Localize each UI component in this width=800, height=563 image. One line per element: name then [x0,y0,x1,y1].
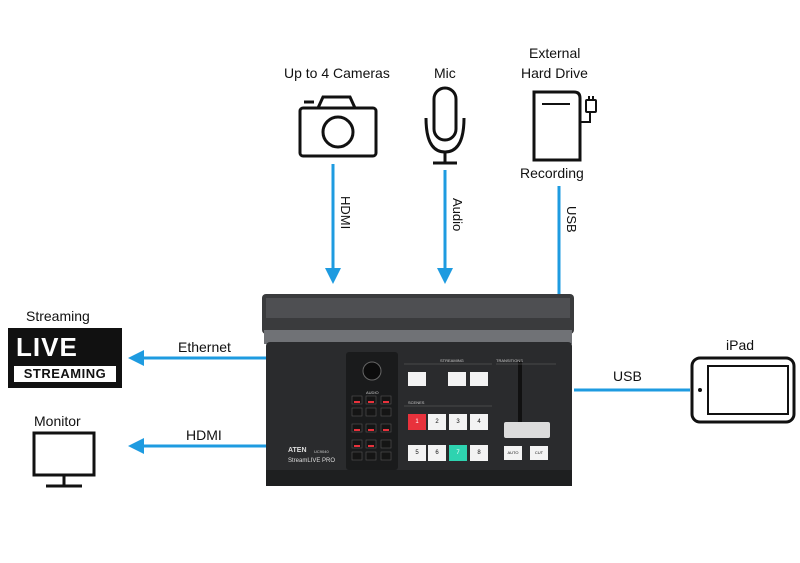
section-scenes: SCENES [408,400,425,405]
hdmi-out-label: HDMI [186,427,222,443]
ipad-label: iPad [726,337,755,353]
audio-in-arrow [437,170,453,284]
monitor-label: Monitor [34,413,81,429]
section-audio: AUDIO [366,390,379,395]
scene-key-4: 4 [477,419,481,425]
auto-key: AUTO [507,450,519,455]
switcher-device [262,294,574,486]
audio-in-label: Audio [450,198,465,232]
scene-key-2: 2 [435,419,439,425]
section-transitions: TRANSITIONS [496,358,523,363]
hdmi-in-arrow [325,164,341,284]
microphone-icon [424,86,466,165]
live-text: LIVE [16,332,78,362]
device-model: UC9040 [314,449,329,454]
scene-key-3: 3 [456,419,460,425]
scene-key-6: 6 [435,450,439,456]
section-streaming: STREAMING [440,358,464,363]
usb-ipad-label: USB [613,368,642,384]
hard-drive-icon [532,90,597,162]
drive-label-line2: Hard Drive [521,65,588,81]
scene-key-7: 7 [456,450,460,456]
live-streaming-badge: LIVE STREAMING [8,328,122,388]
cameras-label: Up to 4 Cameras [284,65,390,81]
ethernet-arrow [128,350,268,366]
device-brand: ATEN [288,447,307,454]
monitor-icon [32,431,96,488]
cut-key: CUT [534,450,544,455]
mic-label: Mic [434,65,456,81]
device-product: StreamLIVE PRO [288,458,336,464]
ethernet-label: Ethernet [178,339,231,355]
streaming-label: Streaming [26,308,90,324]
ipad-icon [690,356,796,424]
camera-icon [298,95,378,158]
scene-key-5: 5 [415,450,419,456]
hdmi-in-label: HDMI [338,196,353,230]
usb-drive-label: USB [564,206,579,233]
scene-key-1: 1 [415,419,419,425]
scene-key-8: 8 [477,450,481,456]
recording-label: Recording [520,165,584,181]
hdmi-out-arrow [128,438,268,454]
drive-label-line1: External [529,45,581,61]
streaming-badge-text: STREAMING [14,366,116,382]
